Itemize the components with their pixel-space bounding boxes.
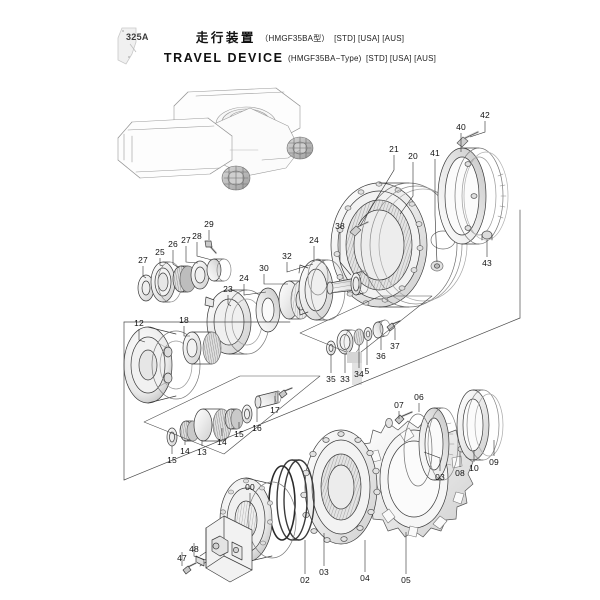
part-43-plug [481, 230, 493, 241]
page-corner-tag: 325A [112, 24, 158, 70]
inset-13-17 [143, 375, 321, 455]
stack-25-29 [137, 240, 232, 303]
part-callout-42: 42 [480, 110, 490, 120]
part-08-inner-race [418, 407, 459, 481]
part-callout-36: 36 [376, 351, 386, 361]
part-32-carrier [298, 259, 346, 321]
part-callout-13: 13 [197, 447, 207, 457]
corner-tag-label: 325A [126, 32, 149, 42]
part-callout-47: 47 [177, 553, 187, 563]
part-callout-03: 03 [435, 472, 445, 482]
part-callout-03: 03 [319, 567, 329, 577]
part-callout-14: 14 [217, 437, 227, 447]
part-callout-27: 27 [138, 255, 148, 265]
part-callout-20: 20 [408, 151, 418, 161]
part-24-washer-a [255, 287, 281, 333]
part-callout-15: 15 [167, 455, 177, 465]
parts-06-07 [385, 410, 414, 428]
section-boundary [123, 209, 521, 481]
part-callout-08: 08 [455, 468, 465, 478]
part-callout-10: 10 [469, 463, 479, 473]
part-callout-32: 32 [282, 251, 292, 261]
part-callout-02: 02 [300, 575, 310, 585]
undercarriage-overview [117, 87, 314, 191]
part-callout-07: 07 [394, 400, 404, 410]
part-callout-34: 34 [354, 369, 364, 379]
part-callout-05: 05 [401, 575, 411, 585]
part-12-hub-housing [123, 326, 201, 404]
part-callout-28: 28 [192, 231, 202, 241]
part-callout-37: 37 [390, 341, 400, 351]
part-40-end-cover [437, 147, 509, 245]
part-24-washer-b [307, 258, 329, 296]
part-callout-27: 27 [181, 235, 191, 245]
part-callout-24: 24 [309, 235, 319, 245]
parts-47-48 [182, 555, 205, 575]
part-callout-00: 00 [245, 482, 255, 492]
part-callout-38: 38 [335, 221, 345, 231]
part-callout-06: 06 [414, 392, 424, 402]
part-callout-29: 29 [204, 219, 214, 229]
part-callout-33: 33 [340, 374, 350, 384]
corner-tag-shape [117, 27, 137, 65]
part-callout-35: 35 [326, 374, 336, 384]
leader-lines [138, 121, 495, 574]
part-callout-30: 30 [259, 263, 269, 273]
part-callout-41: 41 [430, 148, 440, 158]
part-callout-5: 5 [364, 366, 370, 376]
part-callout-15: 15 [234, 429, 244, 439]
part-callout-17: 17 [270, 405, 280, 415]
part-03-floating-seal [276, 459, 315, 541]
part-callout-04: 04 [360, 573, 370, 583]
part-callout-24: 24 [239, 273, 249, 283]
part-20-housing [330, 181, 468, 308]
part-callout-40: 40 [456, 122, 466, 132]
part-callout-23: 23 [223, 284, 233, 294]
part-callout-16: 16 [252, 423, 262, 433]
part-callout-09: 09 [489, 457, 499, 467]
part-04-hub-flange [300, 429, 381, 545]
part-callout-48: 48 [189, 544, 199, 554]
part-callout-12: 12 [134, 318, 144, 328]
part-42-bolt [456, 130, 480, 148]
part-00-travel-motor [199, 477, 297, 583]
part-18-gear [182, 331, 222, 365]
part-callout-18: 18 [179, 315, 189, 325]
part-38-drive-shaft [326, 270, 370, 296]
part-callout-21: 21 [389, 144, 399, 154]
part-callout-25: 25 [155, 247, 165, 257]
part-03-seal-right [403, 413, 433, 487]
part-callout-26: 26 [168, 239, 178, 249]
part-09-outer-ring [456, 389, 504, 461]
part-callout-14: 14 [180, 446, 190, 456]
part-callout-43: 43 [482, 258, 492, 268]
